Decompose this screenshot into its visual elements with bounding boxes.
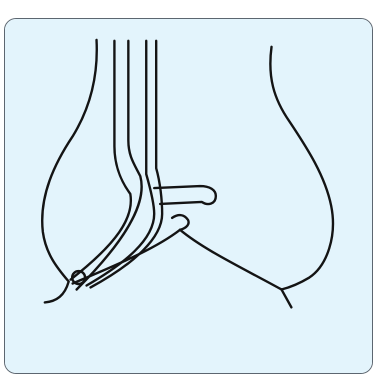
anatomical-line-drawing <box>5 19 372 373</box>
illustration-background <box>5 19 372 373</box>
illustration-frame <box>4 18 373 374</box>
